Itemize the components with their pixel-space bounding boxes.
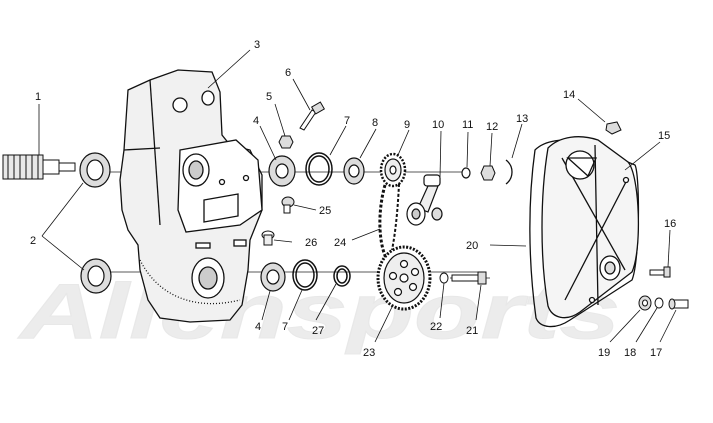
callout-6: 6 [285,67,291,79]
callout-9: 9 [404,119,410,131]
callout-4-lower: 4 [255,321,261,333]
callout-16: 16 [664,218,676,230]
bolt-6 [299,101,326,131]
nut-12 [480,165,496,181]
callout-7-lower: 7 [282,321,288,333]
drive-chain [378,183,400,259]
callout-3: 3 [254,39,260,51]
callout-4-upper: 4 [253,115,259,127]
spacer-8 [343,157,365,185]
bolt-25 [281,196,295,214]
bolt-17 [668,298,689,310]
washer-27 [333,265,351,287]
chain-tensioner [406,174,443,226]
top-sprocket [379,152,407,188]
washer-11 [461,167,471,179]
callout-20: 20 [466,240,478,252]
callout-12: 12 [486,121,498,133]
callout-8: 8 [372,117,378,129]
callout-24: 24 [334,237,346,249]
plug-14 [605,121,622,135]
bottom-sprocket [376,245,432,311]
upper-seal [79,152,111,188]
callout-10: 10 [432,119,444,131]
lower-seal [80,258,112,294]
washer-18 [654,297,664,309]
washer-22 [439,272,449,284]
callout-22: 22 [430,321,442,333]
lower-snap-ring [292,259,318,291]
callout-18: 18 [624,347,636,359]
leader-lines [38,49,677,343]
callout-2: 2 [30,235,36,247]
clip-13 [505,159,513,185]
upper-snap-ring [305,152,333,186]
chaincase-housing [119,69,263,323]
watermark: Allensports [17,267,621,356]
callout-14: 14 [563,89,575,101]
watermark-text: Allensports [17,267,620,355]
lower-bearing [260,262,286,292]
callout-7-upper: 7 [344,115,350,127]
bolt-16 [649,266,671,278]
callout-17: 17 [650,347,662,359]
upper-bearing [268,155,296,187]
spacer-19 [638,295,652,311]
callout-21: 21 [466,325,478,337]
chaincase-cover [541,136,640,319]
callout-5: 5 [266,91,272,103]
callout-15: 15 [658,130,670,142]
callout-25: 25 [319,205,331,217]
input-shaft [2,154,76,180]
callout-27: 27 [312,325,324,337]
callouts: 1 2 3 4 4 5 6 7 7 8 9 10 11 12 13 14 15 … [30,39,676,359]
callout-19: 19 [598,347,610,359]
callout-1: 1 [35,91,41,103]
nut-5 [278,135,294,149]
callout-23: 23 [363,347,375,359]
bolt-21 [451,271,487,285]
callout-13: 13 [516,113,528,125]
callout-11: 11 [462,119,473,131]
pin-26 [261,230,275,246]
callout-26: 26 [305,237,317,249]
